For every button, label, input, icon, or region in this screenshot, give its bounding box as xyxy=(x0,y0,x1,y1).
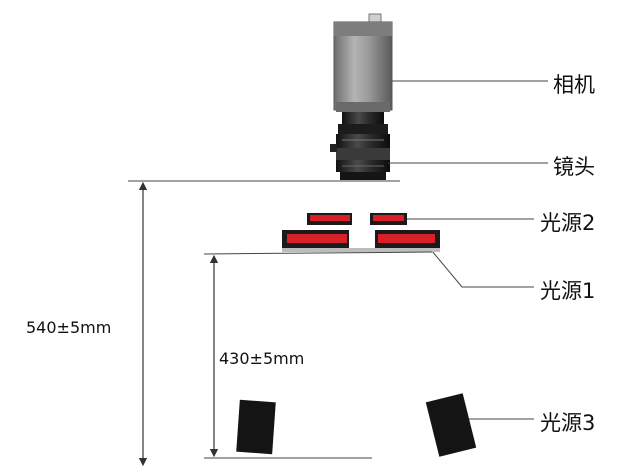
light-source-1-label: 光源1 xyxy=(540,279,596,303)
light-source-3-label: 光源3 xyxy=(540,411,596,435)
lens-label: 镜头 xyxy=(553,155,595,179)
light-source-1 xyxy=(282,230,440,252)
camera-label: 相机 xyxy=(553,73,595,97)
callout-lines xyxy=(388,80,548,420)
dim-label-540: 540±5mm xyxy=(26,318,112,337)
light-source-3 xyxy=(236,393,477,457)
light1-leader xyxy=(431,250,534,288)
light1-reference-line xyxy=(203,251,433,255)
lens xyxy=(330,112,390,180)
dim-label-430: 430±5mm xyxy=(219,349,305,368)
light-source-2-label: 光源2 xyxy=(540,211,596,235)
light3-left-bar xyxy=(236,399,276,455)
light3-right-bar xyxy=(425,393,477,457)
camera xyxy=(333,13,393,112)
light-source-2 xyxy=(307,213,407,225)
